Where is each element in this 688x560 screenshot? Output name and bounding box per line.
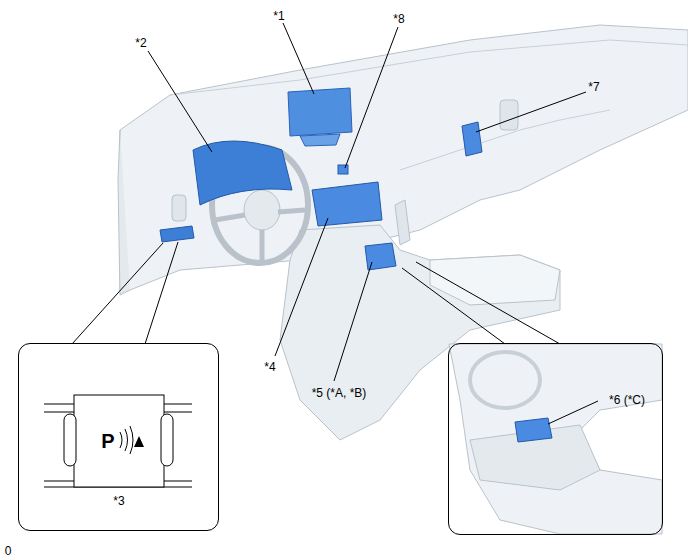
callout-number: *1 <box>273 9 284 23</box>
callout-number: *5 (*A, *B) <box>312 386 367 400</box>
inset-panel: *6 (*C) <box>448 343 663 535</box>
symbol-letter: P <box>101 434 114 448</box>
callout-number: *3 <box>113 494 124 508</box>
callout-number: *7 <box>588 80 599 94</box>
callout-number: 0 <box>5 544 12 558</box>
callout-number: *4 <box>264 360 275 374</box>
callout-number: *6 (*C) <box>609 393 645 407</box>
callout-number: *2 <box>135 36 146 50</box>
inset-panel: *3 <box>18 343 219 531</box>
callout-number: *8 <box>393 12 404 26</box>
